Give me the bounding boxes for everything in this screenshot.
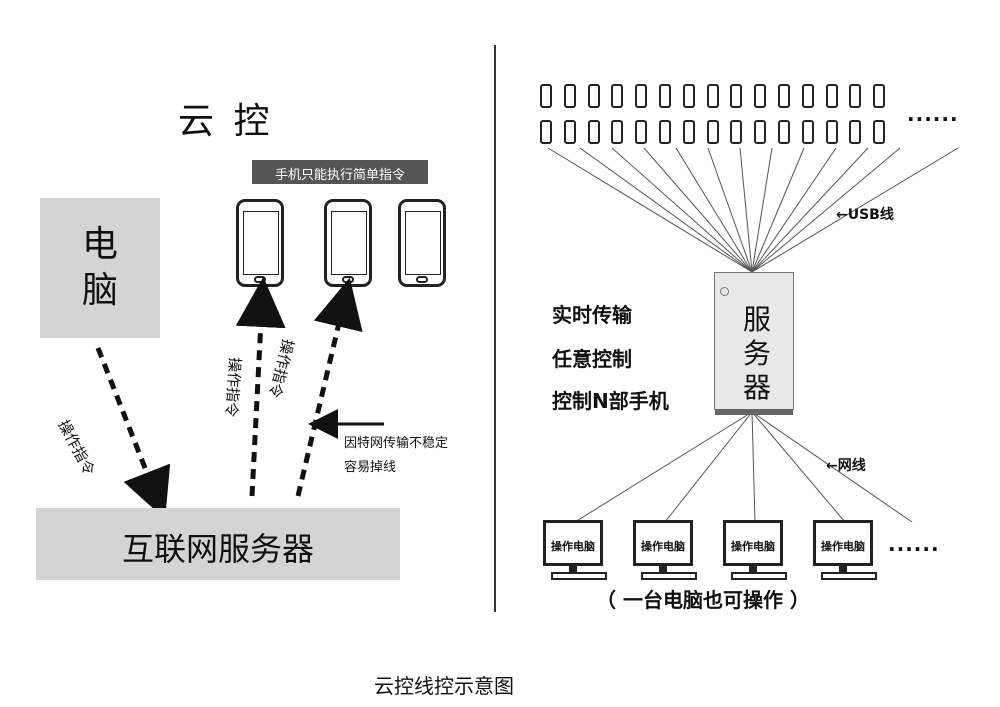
usb-cable-line [611, 147, 753, 273]
phone-array-ellipsis: ...... [907, 102, 959, 126]
small-phone-icon [825, 120, 838, 144]
footer-caption: 云控线控示意图 [374, 674, 514, 698]
small-phone-icon [540, 120, 552, 144]
small-phone-icon [611, 120, 624, 144]
small-phone-icon [611, 84, 624, 108]
small-phone-icon [706, 120, 719, 144]
small-phone-icon [849, 84, 862, 108]
small-phone-icon [730, 120, 743, 144]
network-cable-line [751, 411, 913, 523]
arrow-computer-to-server [95, 347, 171, 520]
arrow-server-to-phone-1 [235, 277, 286, 497]
usb-cable-line [751, 147, 959, 273]
phone-banner-text: 手机只能执行简单指令 [274, 168, 405, 183]
small-phone-icon [754, 120, 767, 144]
small-phone-icon [563, 120, 576, 144]
usb-cable-line [675, 147, 753, 273]
small-phone-icon [682, 120, 695, 144]
small-phone-icon [825, 84, 838, 108]
note-line-2: 容易掉线 [344, 460, 397, 475]
small-phone-icon [706, 84, 719, 108]
usb-cable-line [739, 147, 753, 273]
usb-cable-line [751, 147, 901, 273]
small-phone-icon [801, 120, 814, 144]
pc-label-2: 操作电脑 [641, 540, 685, 553]
small-phone-icon [873, 120, 886, 144]
pc-icon-2 [633, 520, 697, 582]
small-phone-icon [659, 120, 671, 144]
internet-server-label: 互联网服务器 [121, 530, 314, 568]
usb-cable-label: ←USB线 [836, 207, 894, 223]
small-phone-icon [682, 84, 695, 108]
small-phone-icon [778, 84, 790, 108]
left-title: 云 控 [178, 101, 274, 142]
pc-row-ellipsis: ...... [888, 532, 940, 556]
small-phone-icon [801, 84, 814, 108]
network-cable-line [751, 411, 756, 523]
pc-label-1: 操作电脑 [551, 540, 595, 553]
pc-icon-1 [543, 520, 607, 582]
server-cabinet [714, 272, 794, 415]
small-phone-icon [730, 84, 743, 108]
usb-cable-line [751, 147, 869, 273]
network-cable-line [574, 411, 753, 523]
computer-label: 电 脑 [81, 224, 118, 311]
server-label: 服务器 [742, 303, 771, 404]
network-cable-line [664, 411, 753, 523]
small-phone-icon [563, 84, 576, 108]
network-cable-line [751, 411, 846, 523]
small-phone-icon [540, 84, 552, 108]
network-cable-label: ←网线 [826, 458, 866, 474]
feature-1: 实时传输 [552, 303, 632, 327]
pc-icon-4 [813, 520, 877, 582]
note-line-1: 因特网传输不稳定 [344, 436, 449, 451]
phone-array [540, 84, 896, 146]
small-phone-icon [635, 120, 648, 144]
small-phone-icon [587, 120, 600, 144]
usb-cable-line [707, 147, 753, 273]
single-pc-caption: （ 一台电脑也可操作 ） [596, 588, 810, 612]
small-phone-icon [849, 120, 862, 144]
feature-2: 任意控制 [552, 347, 632, 371]
pc-label-4: 操作电脑 [821, 540, 865, 553]
phone-icon-3 [398, 199, 446, 287]
pc-label-3: 操作电脑 [731, 540, 775, 553]
small-phone-icon [635, 84, 648, 108]
small-phone-icon [587, 84, 600, 108]
usb-cable-line [643, 147, 753, 273]
pc-icon-3 [723, 520, 787, 582]
small-phone-icon [873, 84, 886, 108]
phone-banner [252, 160, 428, 184]
small-phone-icon [659, 84, 671, 108]
computer-box [40, 198, 160, 338]
usb-cable-line [751, 147, 805, 273]
center-divider [494, 45, 496, 612]
feature-3: 控制N部手机 [552, 389, 669, 413]
small-phone-icon [778, 120, 790, 144]
usb-cable-line [751, 147, 773, 273]
usb-cable-line [579, 147, 753, 273]
internet-server-box [36, 508, 400, 580]
small-phone-icon [754, 84, 767, 108]
usb-cable-line [751, 147, 837, 273]
usb-cable-line [547, 147, 753, 273]
